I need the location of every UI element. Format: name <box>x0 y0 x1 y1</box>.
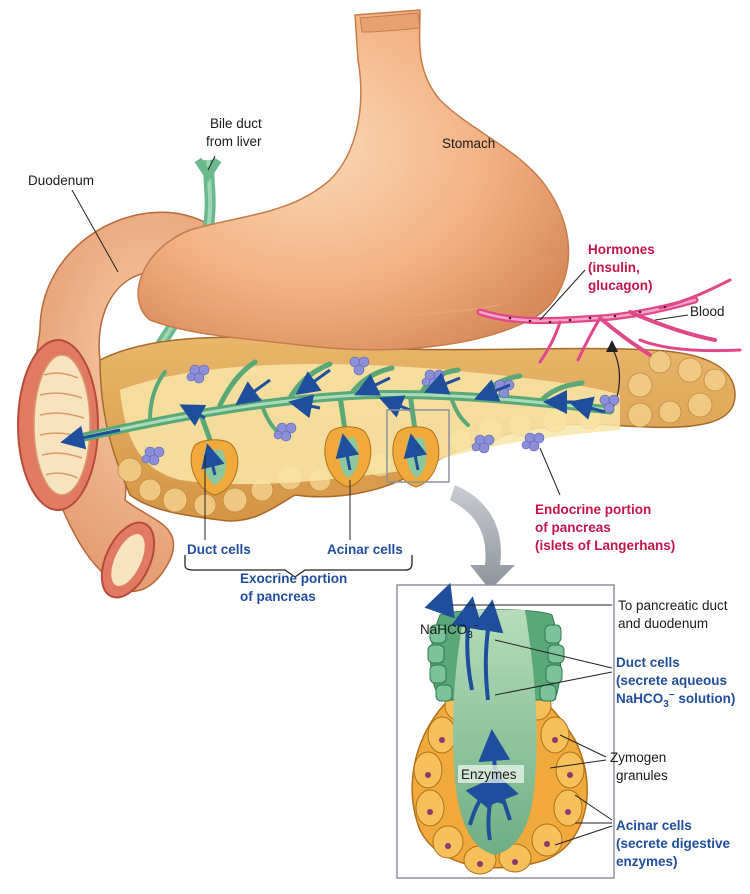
label-duct-cells-detail-3: NaHCO3− solution) <box>616 690 735 710</box>
label-bile-duct-1: Bile duct <box>210 116 262 131</box>
exocrine-bracket <box>184 555 413 578</box>
label-duct-cells: Duct cells <box>187 542 251 557</box>
label-acinar-detail-1: Acinar cells <box>616 818 692 833</box>
label-endocrine-2: of pancreas <box>535 520 611 535</box>
blood-cells <box>508 305 667 324</box>
leader-lines <box>71 155 689 846</box>
label-endocrine-1: Endocrine portion <box>535 502 651 517</box>
label-exocrine-1: Exocrine portion <box>240 571 347 586</box>
duodenum <box>17 211 266 599</box>
label-endocrine-3: (islets of Langerhans) <box>535 538 675 553</box>
label-duct-cells-detail-1: Duct cells <box>616 655 680 670</box>
secretion-flow-arrows <box>60 368 606 476</box>
acinus-detail <box>396 582 615 879</box>
label-blood: Blood <box>690 304 725 319</box>
label-to-duct-2: and duodenum <box>618 616 708 631</box>
label-exocrine-2: of pancreas <box>240 589 316 604</box>
label-nahco3: NaHCO3− <box>420 621 479 641</box>
label-zymogen-2: granules <box>616 768 668 783</box>
zoom-arrow <box>450 485 515 590</box>
label-stomach: Stomach <box>442 136 495 151</box>
label-duct-cells-detail-2: (secrete aqueous <box>616 673 727 688</box>
zoom-source-box <box>386 409 450 483</box>
label-enzymes: Enzymes <box>461 767 517 782</box>
label-bile-duct-2: from liver <box>206 134 262 149</box>
label-acinar-detail-2: (secrete digestive <box>616 836 731 851</box>
stomach <box>137 9 570 351</box>
label-hormones-1: Hormones <box>588 242 655 257</box>
label-acinar-cells: Acinar cells <box>327 542 403 557</box>
label-to-duct-1: To pancreatic duct <box>618 598 728 613</box>
enzymes-label-bg <box>458 765 524 783</box>
label-acinar-detail-3: enzymes) <box>616 854 678 869</box>
label-zymogen-1: Zymogen <box>610 750 666 765</box>
label-duodenum: Duodenum <box>28 173 94 188</box>
blood-vessels <box>476 278 742 364</box>
label-hormones-3: glucagon) <box>588 278 653 293</box>
label-hormones-2: (insulin, <box>588 260 640 275</box>
